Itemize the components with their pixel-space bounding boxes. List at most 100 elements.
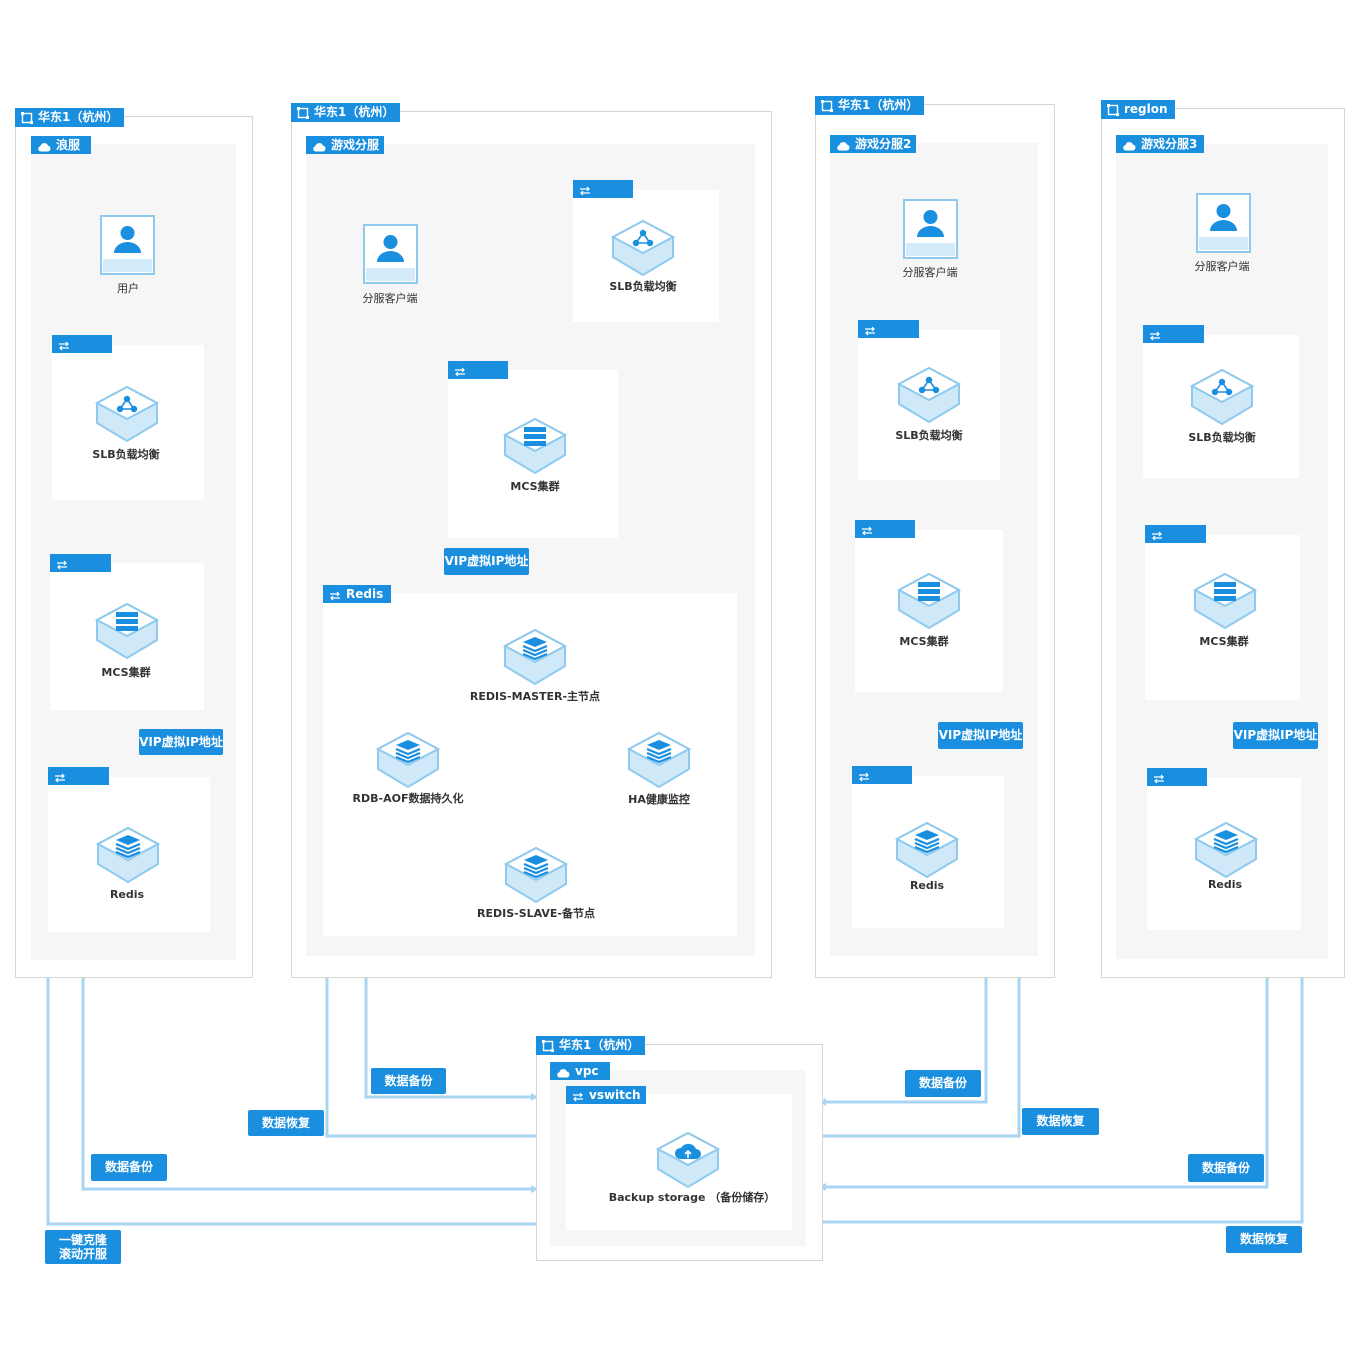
user-icon xyxy=(363,224,418,288)
region-icon xyxy=(1107,104,1119,116)
region-icon xyxy=(542,1040,554,1052)
redis-icon xyxy=(894,821,960,885)
label-mcs: MCS集群 xyxy=(899,635,949,648)
label-user: 用户 xyxy=(117,282,139,295)
vswitch-tag-label: vswitch xyxy=(589,1088,641,1102)
backup-cloud-icon xyxy=(655,1131,721,1195)
vip-tag: VIP虚拟IP地址 xyxy=(1233,722,1318,749)
region-icon xyxy=(821,100,833,112)
redis-icon xyxy=(95,826,161,890)
label-backup-storage: Backup storage （备份储存） xyxy=(608,1191,776,1204)
region-tag-2: 华东1（杭州） xyxy=(291,103,401,122)
label-client: 分服客户端 xyxy=(362,292,418,305)
redis-icon xyxy=(626,731,692,795)
vswitch-icon xyxy=(865,326,875,336)
vpc-tag-label: vpc xyxy=(575,1064,599,1078)
vpc-tag: vpc xyxy=(550,1062,610,1080)
clone-tag: 一键克隆 滚动开服 xyxy=(45,1230,121,1264)
label-mcs: MCS集群 xyxy=(101,666,151,679)
vswitch-icon xyxy=(1150,331,1160,341)
region-tag-5-label: 华东1（杭州） xyxy=(559,1038,640,1052)
region-tag-3: 华东1（杭州） xyxy=(815,96,925,115)
vswitch-tag-c4-redis xyxy=(1147,768,1207,786)
vswitch-icon xyxy=(1152,531,1162,541)
vswitch-tag-c2-mcs xyxy=(448,361,508,379)
slb-icon xyxy=(610,219,676,283)
wire-c3-restore xyxy=(821,976,1021,1138)
vswitch-icon xyxy=(580,186,590,196)
backup-data-tag: 数据备份 xyxy=(905,1070,981,1097)
vip-tag: VIP虚拟IP地址 xyxy=(938,722,1023,749)
user-icon xyxy=(100,215,155,279)
redis-icon xyxy=(503,846,569,910)
label-redis: Redis xyxy=(1207,878,1243,891)
label-redis-master: REDIS-MASTER-主节点 xyxy=(469,690,601,703)
clone-tag-line1: 一键克隆 xyxy=(58,1233,107,1247)
restore-data-tag: 数据恢复 xyxy=(1022,1108,1099,1135)
vswitch-tag-c4-mcs xyxy=(1145,525,1206,543)
label-client: 分服客户端 xyxy=(902,266,958,279)
redis-icon xyxy=(1193,821,1259,885)
vswitch-tag-c1-mcs xyxy=(50,554,111,572)
redis-icon xyxy=(502,628,568,692)
vswitch-tag-c1-redis xyxy=(48,767,109,785)
region-icon xyxy=(297,107,309,119)
label-redis: Redis xyxy=(909,879,945,892)
backup-data-tag: 数据备份 xyxy=(91,1154,167,1181)
region-tag-2-label: 华东1（杭州） xyxy=(314,105,395,119)
label-slb: SLB负载均衡 xyxy=(92,448,160,461)
region-tag-5: 华东1（杭州） xyxy=(536,1036,646,1055)
wire-c4-backup xyxy=(821,960,1269,1189)
zone-tag-2-label: 游戏分服 xyxy=(331,138,380,152)
label-mcs: MCS集群 xyxy=(510,480,560,493)
vswitch-tag-c3-mcs xyxy=(855,520,915,538)
zone-tag-3: 游戏分服2 xyxy=(830,135,916,153)
user-icon xyxy=(1196,193,1251,257)
user-icon xyxy=(903,199,958,263)
zone-tag-3-label: 游戏分服2 xyxy=(855,137,912,151)
label-slb: SLB负载均衡 xyxy=(609,280,677,293)
mcs-icon xyxy=(1192,572,1258,636)
label-redis-slave: REDIS-SLAVE-备节点 xyxy=(477,907,595,920)
region-tag-4-label: reglon xyxy=(1124,102,1168,116)
cloud-icon xyxy=(1123,142,1136,151)
wire-c4-restore xyxy=(821,976,1304,1224)
vswitch-icon xyxy=(455,367,465,377)
label-client: 分服客户端 xyxy=(1194,260,1250,273)
region-tag-1-label: 华东1（杭州） xyxy=(38,110,119,124)
redis-group-tag-label: Redis xyxy=(346,587,384,601)
zone-tag-4-label: 游戏分服3 xyxy=(1141,137,1198,151)
wire-c2-restore xyxy=(325,976,536,1138)
vswitch-tag: vswitch xyxy=(566,1086,646,1104)
vswitch-tag-c1-slb xyxy=(52,335,112,353)
restore-data-tag: 数据恢复 xyxy=(1226,1226,1302,1253)
vswitch-icon xyxy=(57,560,67,570)
region-icon xyxy=(21,112,33,124)
zone-tag-2: 游戏分服 xyxy=(306,136,384,154)
vswitch-icon xyxy=(573,1092,583,1102)
vswitch-icon xyxy=(55,773,65,783)
zone-tag-4: 游戏分服3 xyxy=(1116,135,1204,153)
vswitch-icon xyxy=(330,591,340,601)
mcs-icon xyxy=(94,602,160,666)
label-redis: Redis xyxy=(109,888,145,901)
vswitch-tag-c3-redis xyxy=(852,766,912,784)
slb-icon xyxy=(1189,368,1255,432)
slb-icon xyxy=(94,385,160,449)
label-mcs: MCS集群 xyxy=(1199,635,1249,648)
vswitch-tag-c4-slb xyxy=(1143,325,1204,343)
vswitch-icon xyxy=(59,341,69,351)
vswitch-icon xyxy=(1154,774,1164,784)
restore-data-tag: 数据恢复 xyxy=(248,1110,324,1136)
redis-group-tag: Redis xyxy=(323,585,391,603)
vswitch-tag-c2-slb xyxy=(573,180,633,198)
zone-tag-1: 浪服 xyxy=(31,136,91,154)
mcs-icon xyxy=(896,572,962,636)
backup-data-tag: 数据备份 xyxy=(1188,1154,1264,1182)
label-ha-monitor: HA健康监控 xyxy=(628,793,690,806)
region-tag-3-label: 华东1（杭州） xyxy=(838,98,919,112)
wire-c1-restore xyxy=(46,976,536,1226)
slb-icon xyxy=(896,366,962,430)
cloud-icon xyxy=(313,143,326,152)
label-slb: SLB负载均衡 xyxy=(1188,431,1256,444)
